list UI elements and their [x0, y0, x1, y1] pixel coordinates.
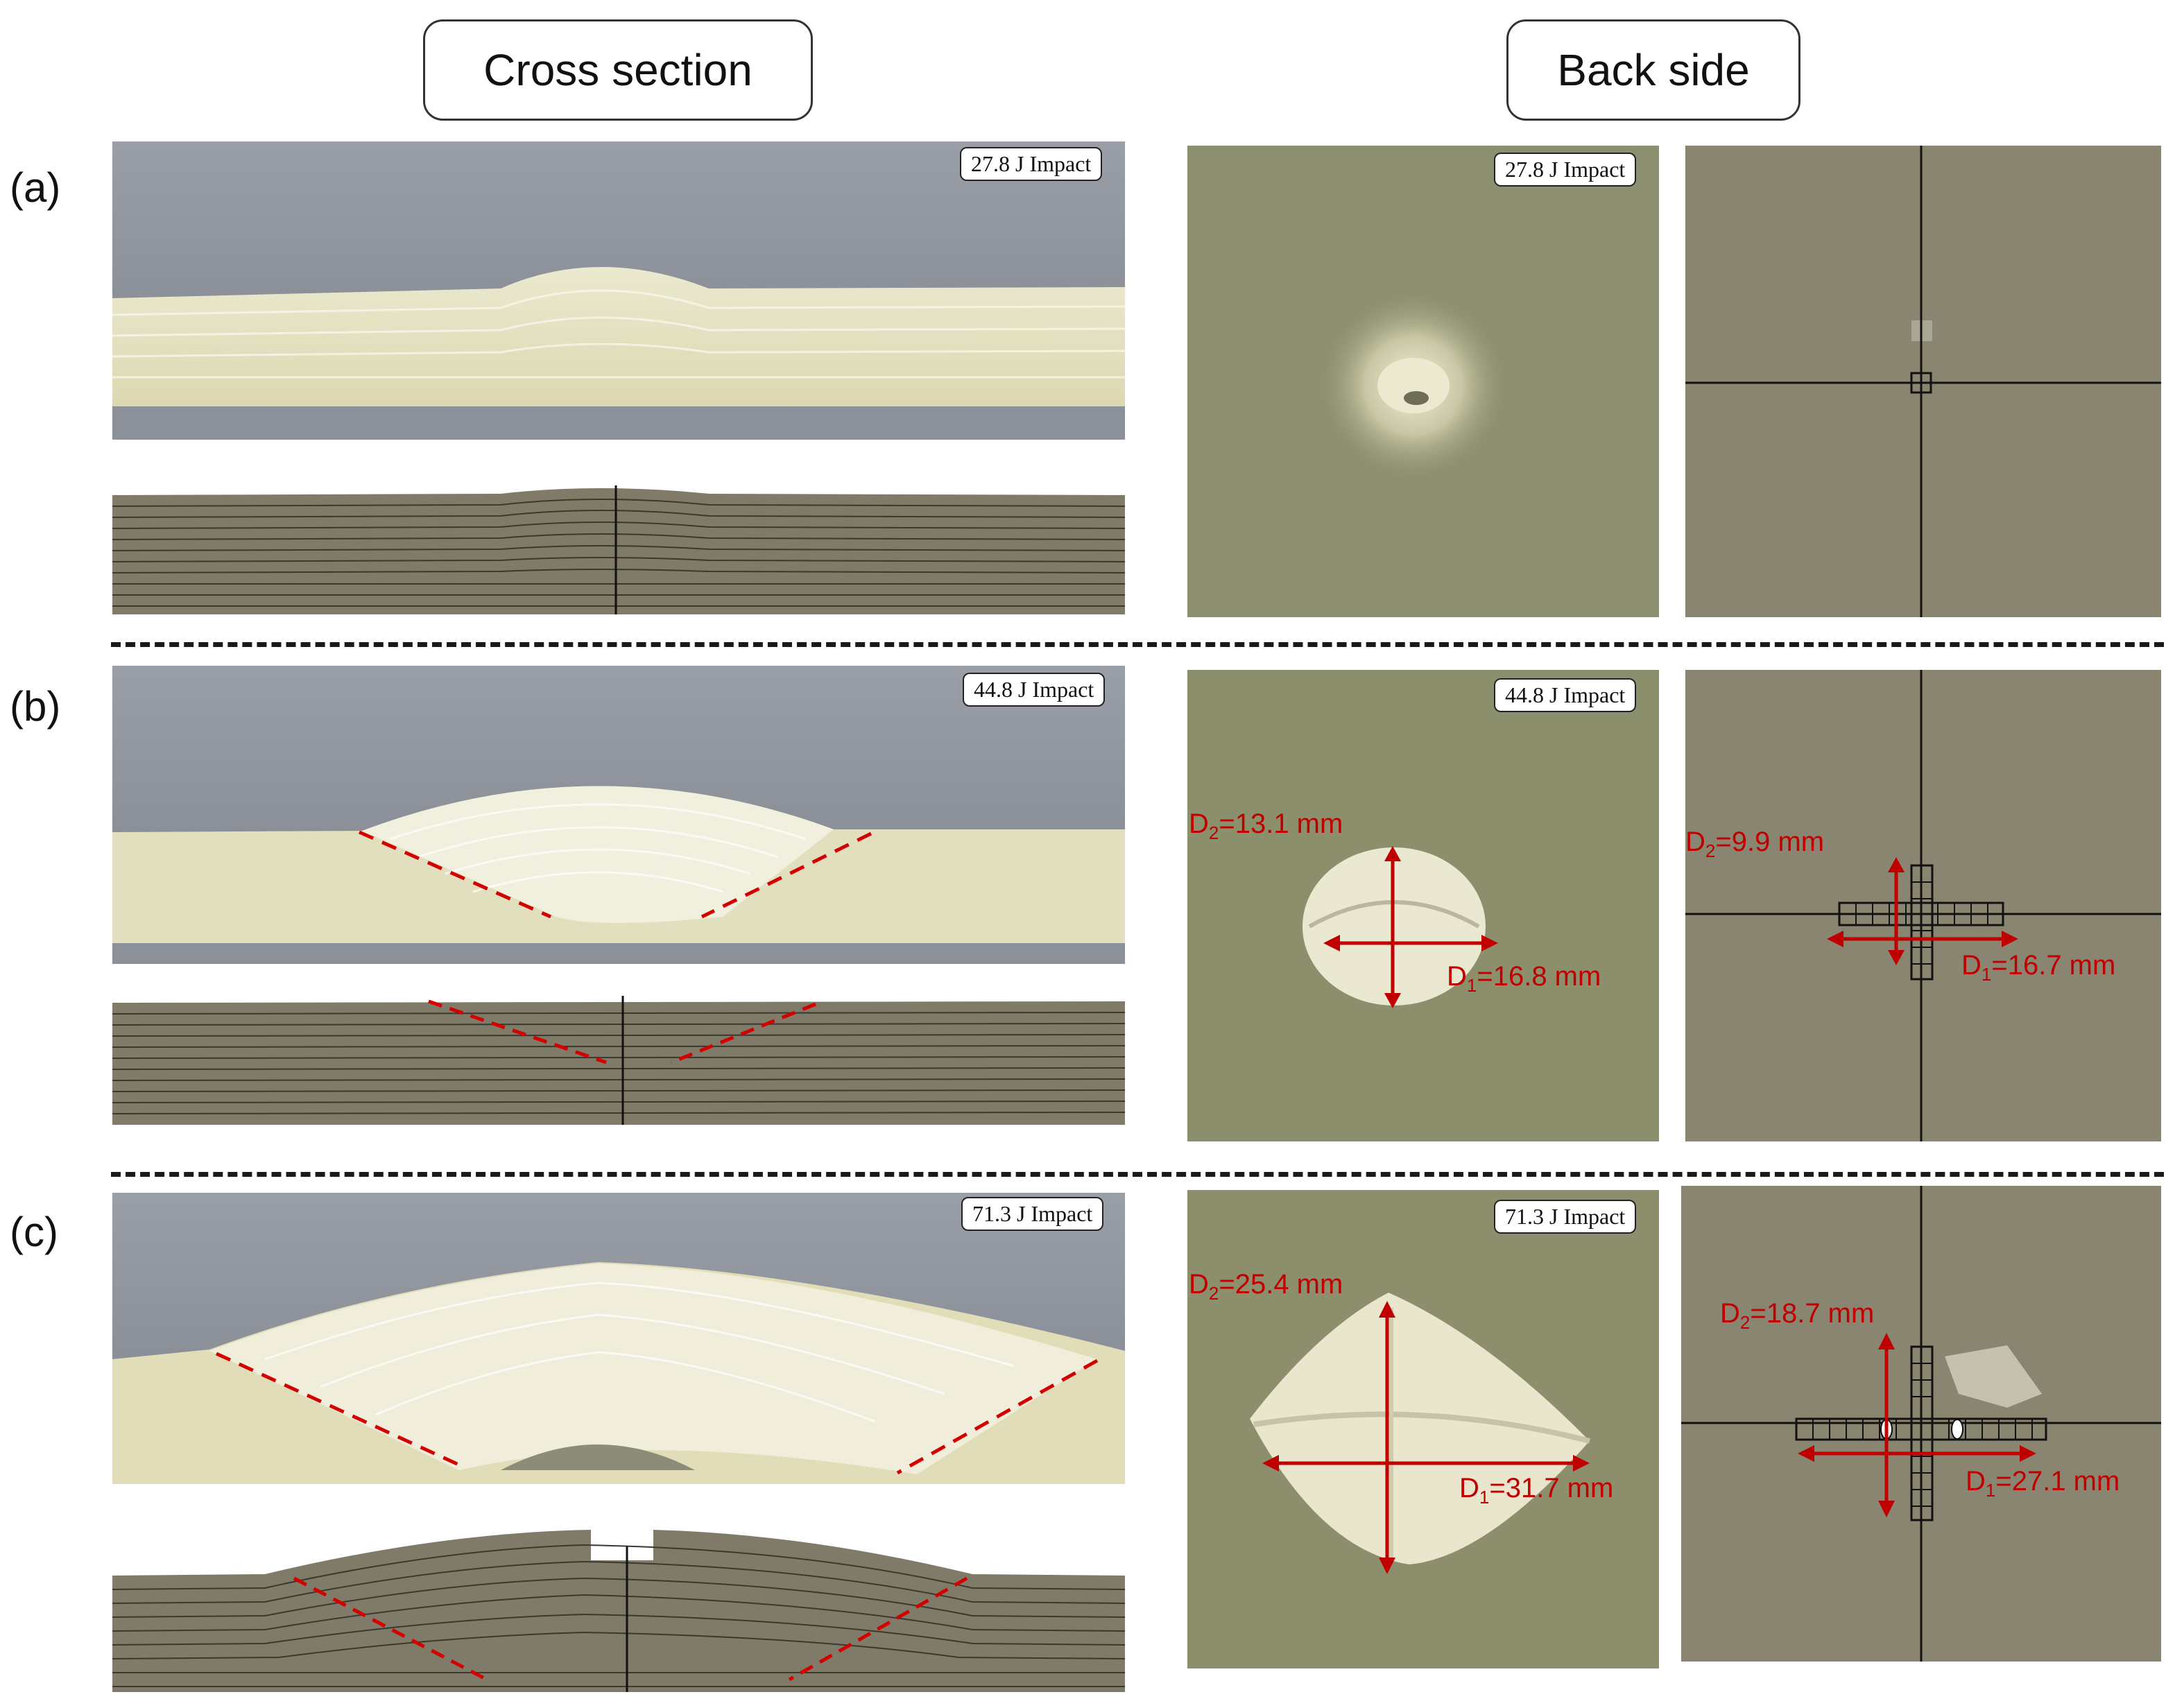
- d2-label-sim-b: D2=9.9 mm: [1685, 827, 1825, 861]
- sim-back-a-graphic: [1685, 146, 2161, 617]
- cross-section-photo-a: 27.8 J Impact: [112, 141, 1125, 440]
- row-separator-1: [111, 642, 2164, 647]
- impact-energy-tag-back-c: 71.3 J Impact: [1494, 1200, 1637, 1234]
- sim-back-a: [1685, 146, 2161, 617]
- cross-section-header: Cross section: [423, 19, 813, 121]
- impact-energy-tag-c: 71.3 J Impact: [961, 1197, 1104, 1231]
- d2-label-photo-c: D2=25.4 mm: [1189, 1269, 1343, 1304]
- back-photo-b-graphic: [1187, 670, 1659, 1141]
- specimen-photo-a-graphic: [112, 141, 1125, 440]
- row-label-b: (b): [10, 683, 61, 730]
- d2-label-photo-b: D2=13.1 mm: [1189, 809, 1343, 843]
- fe-cross-section-c: [112, 1526, 1125, 1692]
- back-photo-b: 44.8 J Impact D2=13.1 mm D1=16.8 mm: [1187, 670, 1659, 1141]
- sim-back-b: D2=9.9 mm D1=16.7 mm: [1685, 670, 2161, 1141]
- fe-cross-section-a: [112, 485, 1125, 614]
- d1-label-sim-c: D1=27.1 mm: [1966, 1466, 2120, 1501]
- impact-energy-tag-back-a: 27.8 J Impact: [1494, 153, 1637, 187]
- fe-layers-a-graphic: [112, 485, 1125, 614]
- sim-back-b-graphic: [1685, 670, 2161, 1141]
- cross-section-photo-b: 44.8 J Impact: [112, 666, 1125, 964]
- row-label-a: (a): [10, 164, 61, 211]
- d1-label-photo-c: D1=31.7 mm: [1459, 1473, 1614, 1508]
- cross-section-photo-c: 71.3 J Impact: [112, 1193, 1125, 1484]
- d1-label-photo-b: D1=16.8 mm: [1447, 961, 1601, 996]
- fe-layers-b-graphic: [112, 996, 1125, 1125]
- back-photo-c: 71.3 J Impact D2=25.4 mm D1=31.7 mm: [1187, 1190, 1659, 1668]
- impact-energy-tag-a: 27.8 J Impact: [960, 147, 1103, 181]
- d1-label-sim-b: D1=16.7 mm: [1961, 950, 2116, 985]
- specimen-photo-c-graphic: [112, 1193, 1125, 1484]
- back-side-header: Back side: [1506, 19, 1800, 121]
- impact-energy-tag-back-b: 44.8 J Impact: [1494, 678, 1637, 712]
- row-separator-2: [111, 1172, 2164, 1177]
- d2-label-sim-c: D2=18.7 mm: [1720, 1298, 1875, 1333]
- back-photo-a-graphic: [1187, 146, 1659, 617]
- fe-cross-section-b: [112, 996, 1125, 1125]
- specimen-photo-b-graphic: [112, 666, 1125, 964]
- back-photo-c-graphic: [1187, 1190, 1659, 1668]
- sim-back-c-graphic: [1681, 1186, 2161, 1662]
- fe-layers-c-graphic: [112, 1530, 1125, 1692]
- row-label-c: (c): [10, 1209, 58, 1255]
- sim-back-c: D2=18.7 mm D1=27.1 mm: [1681, 1186, 2161, 1662]
- impact-energy-tag-b: 44.8 J Impact: [963, 673, 1106, 707]
- back-photo-a: 27.8 J Impact: [1187, 146, 1659, 617]
